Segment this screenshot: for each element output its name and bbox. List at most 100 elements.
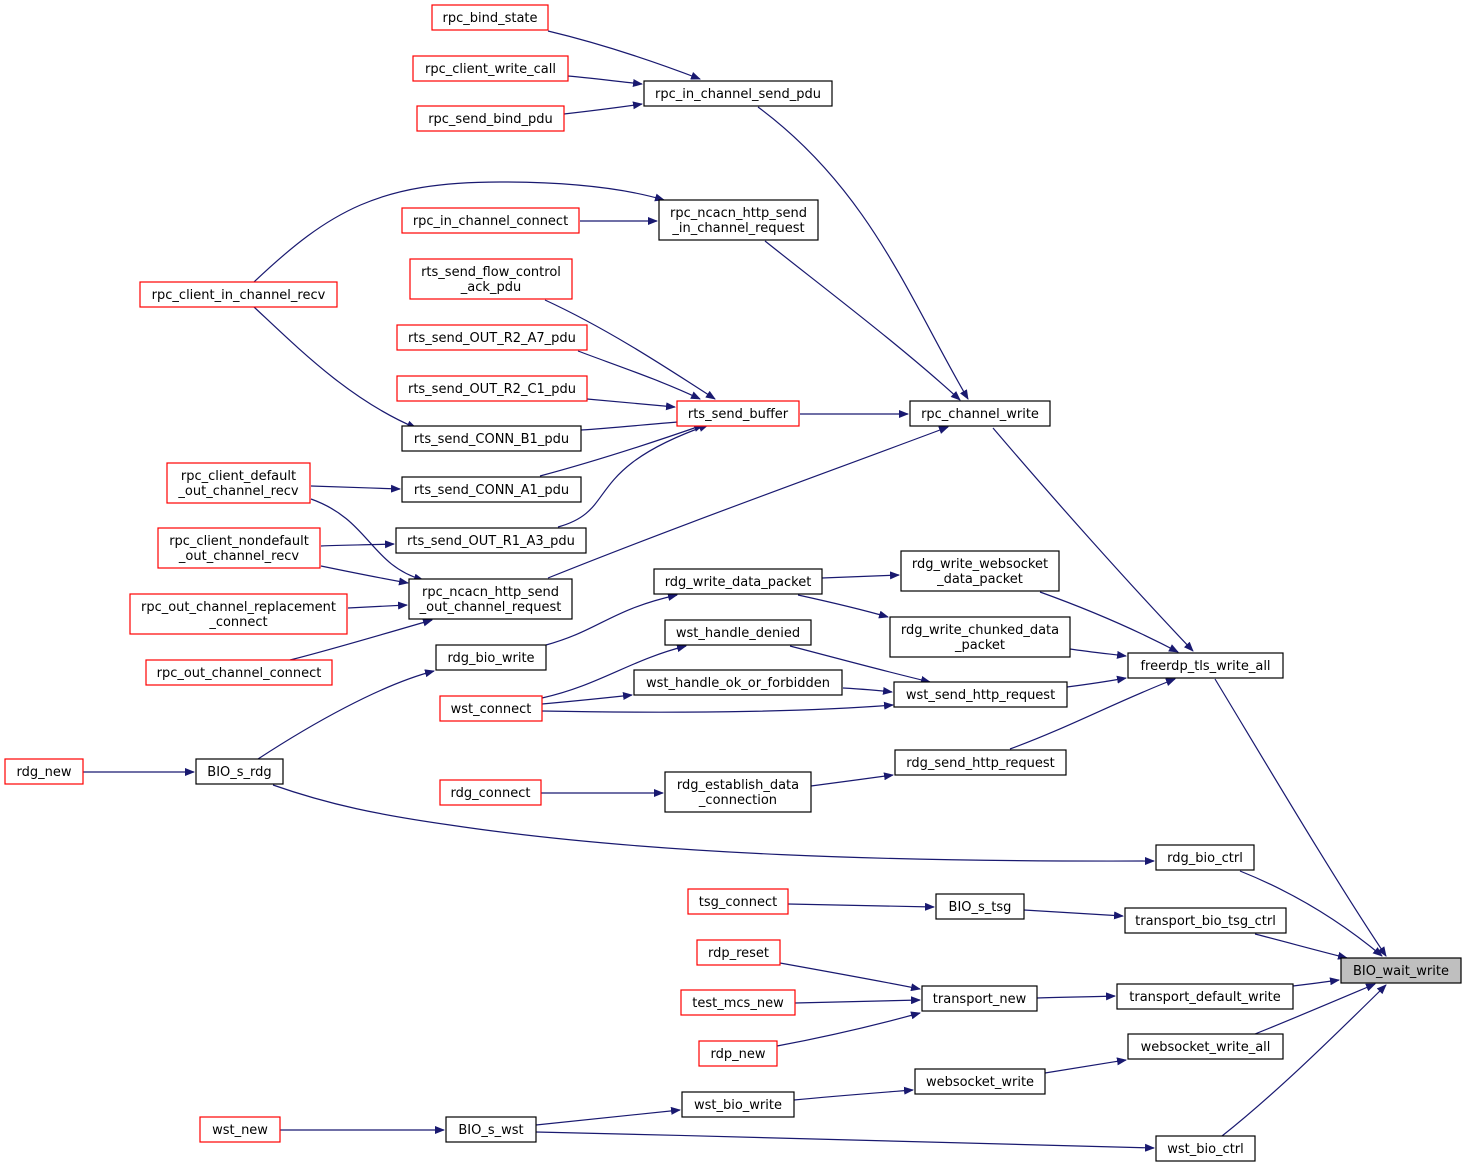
function-node-label: wst_bio_write [694, 1098, 782, 1113]
function-node[interactable]: rpc_out_channel_connect [145, 659, 333, 686]
function-node[interactable]: rdg_write_chunked_data_packet [889, 616, 1071, 658]
function-node[interactable]: rdg_new [4, 758, 84, 785]
function-node[interactable]: rpc_ncacn_http_send_out_channel_request [408, 578, 573, 620]
function-node[interactable]: rpc_in_channel_connect [401, 207, 580, 234]
function-node[interactable]: rdp_new [698, 1040, 778, 1067]
function-node[interactable]: wst_bio_write [681, 1091, 795, 1118]
call-edge-line [539, 424, 704, 477]
function-node[interactable]: wst_new [199, 1116, 281, 1143]
function-node-box [889, 616, 1071, 658]
call-edge-line [1221, 984, 1387, 1137]
function-node[interactable]: websocket_write [914, 1068, 1046, 1095]
function-node[interactable]: websocket_write_all [1127, 1033, 1284, 1060]
function-node[interactable]: wst_send_http_request [893, 681, 1068, 708]
call-edge [253, 181, 665, 283]
function-node-label: rpc_ncacn_http_send [422, 585, 559, 600]
call-edge-line [547, 30, 701, 80]
function-node-label: rpc_out_channel_replacement [141, 600, 336, 615]
call-edge-line [541, 701, 894, 713]
function-node-label: _packet [954, 638, 1005, 653]
function-node[interactable]: rpc_out_channel_replacement_connect [129, 593, 348, 635]
call-edge-line [535, 1131, 1155, 1152]
function-node[interactable]: wst_bio_ctrl [1155, 1135, 1256, 1162]
function-node[interactable]: rts_send_flow_control_ack_pdu [409, 258, 573, 300]
function-node[interactable]: rpc_client_in_channel_recv [139, 281, 338, 308]
function-node-box [401, 207, 580, 234]
function-node[interactable]: BIO_s_wst [445, 1116, 537, 1143]
function-node[interactable]: rdg_connect [439, 779, 542, 806]
function-node-label: _out_channel_request [419, 600, 562, 615]
function-node[interactable]: rdp_reset [696, 939, 781, 966]
function-node-box [139, 281, 338, 308]
function-node-box [893, 681, 1068, 708]
function-node[interactable]: transport_bio_tsg_ctrl [1124, 907, 1287, 934]
call-edge [541, 644, 687, 699]
function-node-box [653, 568, 823, 595]
function-node-label: rpc_in_channel_send_pdu [655, 87, 821, 102]
call-edge [310, 484, 401, 493]
function-node[interactable]: rdg_write_websocket_data_packet [900, 550, 1060, 592]
function-node[interactable]: wst_handle_denied [664, 619, 812, 646]
function-node-label: rdg_write_websocket [912, 557, 1048, 572]
call-edge-line [1039, 591, 1179, 653]
function-node[interactable]: rpc_channel_write [909, 400, 1051, 427]
call-edge-line [320, 565, 409, 586]
call-edge [1066, 675, 1127, 688]
function-node[interactable]: rts_send_OUT_R2_C1_pdu [396, 375, 588, 402]
function-node[interactable]: wst_handle_ok_or_forbidden [633, 669, 843, 696]
call-edge-line [320, 540, 395, 549]
function-node[interactable]: rts_send_OUT_R2_A7_pdu [396, 324, 588, 351]
function-node[interactable]: rdg_bio_ctrl [1155, 844, 1255, 871]
function-node[interactable]: BIO_s_rdg [195, 758, 284, 785]
function-node[interactable]: transport_new [921, 985, 1038, 1012]
function-node[interactable]: rdg_send_http_request [894, 749, 1067, 776]
function-node-label: rpc_ncacn_http_send [670, 206, 807, 221]
function-node-label: wst_bio_ctrl [1167, 1142, 1244, 1157]
function-node-box [1155, 1135, 1256, 1162]
function-node-label: rts_send_OUT_R2_A7_pdu [408, 331, 576, 346]
call-edge [789, 645, 931, 684]
function-node-label: rts_send_OUT_R2_C1_pdu [408, 382, 576, 397]
function-node[interactable]: rts_send_CONN_B1_pdu [401, 425, 582, 452]
function-node[interactable]: tsg_connect [687, 888, 789, 915]
function-node[interactable]: rts_send_buffer [676, 400, 800, 427]
call-edge-line [1069, 648, 1127, 659]
function-node[interactable]: rpc_ncacn_http_send_in_channel_request [658, 199, 819, 241]
function-node-box [1155, 844, 1255, 871]
function-node-label: rts_send_CONN_A1_pdu [414, 483, 569, 498]
function-node[interactable]: rdg_write_data_packet [653, 568, 823, 595]
call-edge-line [544, 299, 716, 400]
call-edge-line [842, 686, 893, 695]
function-node[interactable]: rpc_bind_state [431, 4, 549, 31]
call-edge-line [310, 484, 401, 493]
function-node[interactable]: rpc_client_default_out_channel_recv [166, 462, 311, 504]
call-edge [1009, 678, 1176, 750]
call-edge [310, 498, 424, 582]
function-node-label: rdg_bio_write [447, 651, 534, 666]
function-node[interactable]: rpc_client_write_call [412, 55, 569, 82]
call-edge [577, 350, 701, 400]
call-edge [1214, 678, 1387, 957]
function-node-label: rpc_client_write_call [425, 62, 556, 77]
function-node[interactable]: rpc_client_nondefault_out_channel_recv [157, 527, 321, 569]
function-node-box [658, 199, 819, 241]
function-node[interactable]: rpc_send_bind_pdu [416, 105, 565, 132]
function-node[interactable]: test_mcs_new [680, 989, 796, 1016]
function-node-box [439, 695, 543, 722]
call-edge-line [289, 618, 433, 661]
function-node[interactable]: BIO_s_tsg [935, 893, 1025, 920]
call-edge-line [793, 1086, 914, 1101]
call-edge-line [586, 398, 676, 411]
function-node[interactable]: transport_default_write [1116, 983, 1294, 1010]
function-node[interactable]: rdg_bio_write [435, 644, 547, 671]
function-node[interactable]: rdg_establish_data_connection [664, 771, 812, 813]
function-node-box [664, 619, 812, 646]
call-edge [1221, 984, 1387, 1137]
function-node[interactable]: rpc_in_channel_send_pdu [643, 80, 833, 107]
function-node-box [439, 779, 542, 806]
function-node[interactable]: rts_send_OUT_R1_A3_pdu [395, 527, 587, 554]
function-node-label: wst_connect [451, 702, 532, 717]
function-node[interactable]: freerdp_tls_write_all [1127, 652, 1284, 679]
function-node[interactable]: rts_send_CONN_A1_pdu [401, 476, 582, 503]
function-node[interactable]: wst_connect [439, 695, 543, 722]
